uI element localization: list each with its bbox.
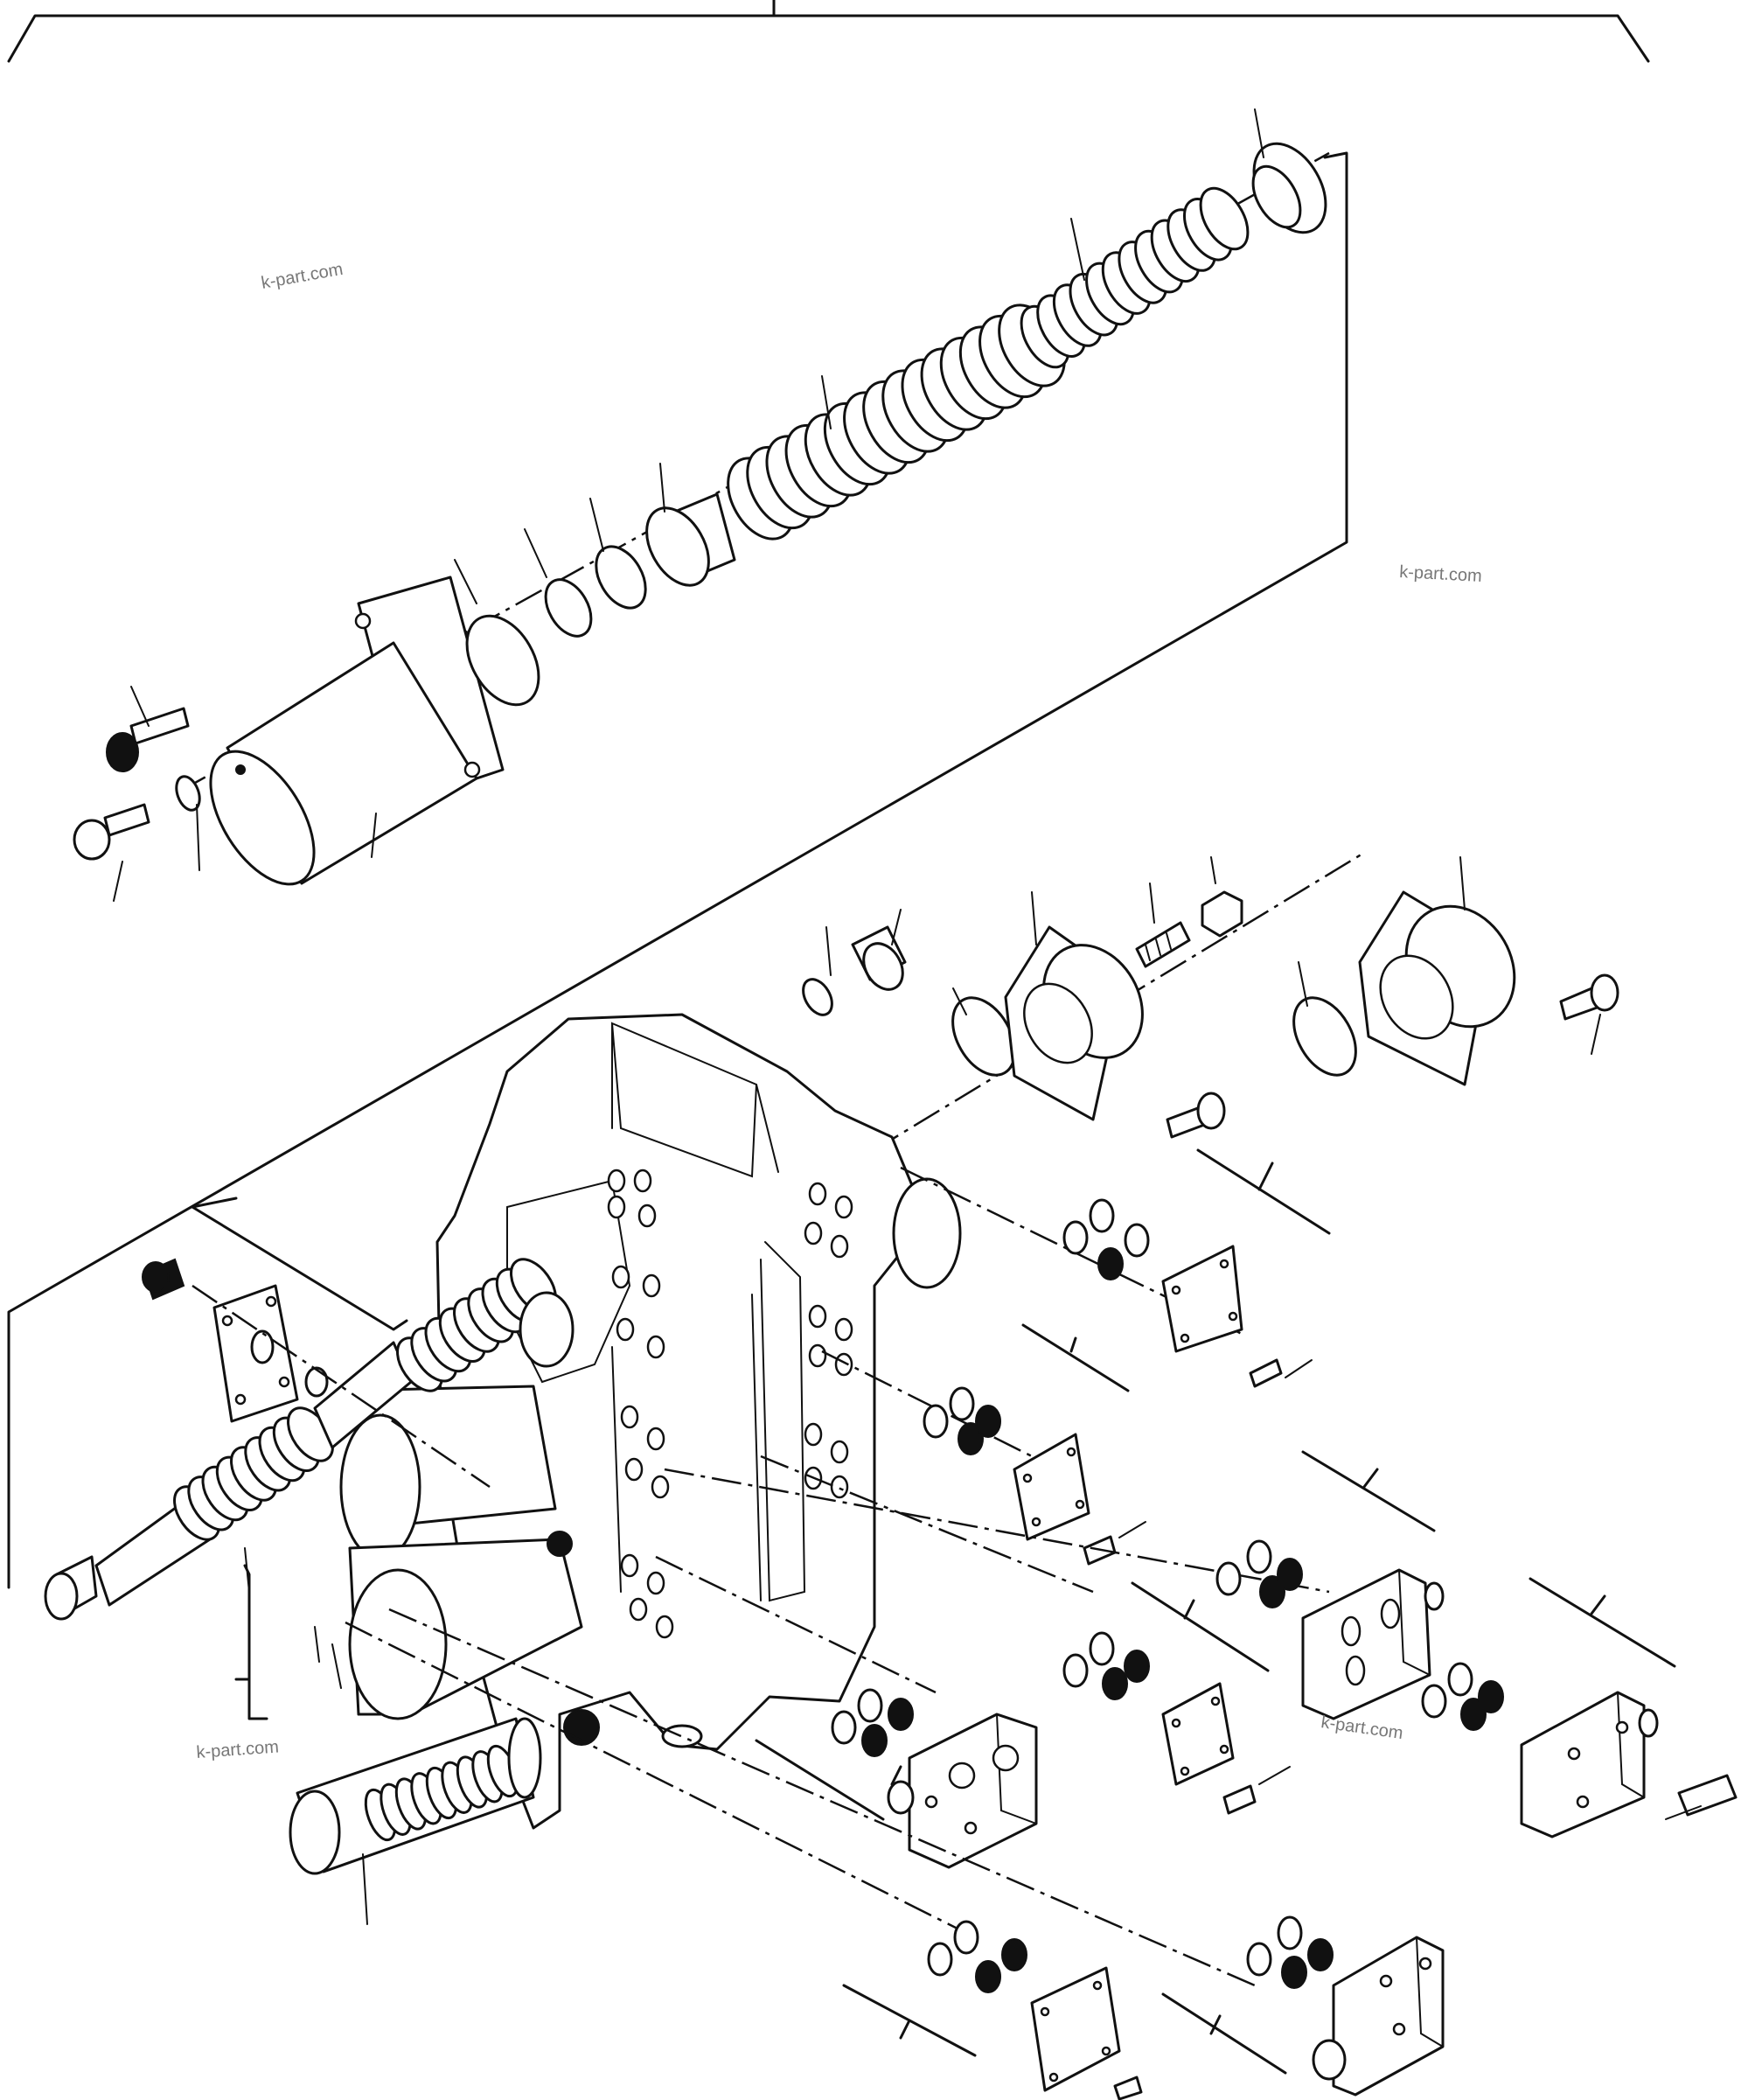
spring-coil xyxy=(1199,186,1250,251)
lower-spool xyxy=(289,1717,542,1875)
o-ring-mid xyxy=(951,996,1016,1077)
right-plate-group-6 xyxy=(760,1455,1291,1815)
body-port-hole xyxy=(646,1427,665,1451)
watermark-3: k-part.com xyxy=(196,1737,280,1762)
bottom-plate-group-2 xyxy=(388,1608,1445,2097)
body-port-hole xyxy=(607,1195,626,1219)
o-ring-small xyxy=(802,978,833,1016)
outer-spring xyxy=(727,303,1066,541)
o-ring-right xyxy=(1292,996,1357,1077)
body-port-hole xyxy=(808,1343,827,1368)
right-plate-group-3 xyxy=(664,1450,1445,1720)
cover-bolt-1 xyxy=(106,707,190,772)
cylinder-cover xyxy=(209,576,505,886)
flange-left xyxy=(1004,925,1144,1121)
small-washer xyxy=(175,775,201,812)
body-port-hole xyxy=(804,1422,823,1447)
body-port-hole xyxy=(620,1553,639,1578)
body-side-boss xyxy=(892,1177,962,1289)
inner-spring xyxy=(1020,186,1250,369)
body-cylinder-upper xyxy=(339,1385,557,1560)
flange-bolt-2 xyxy=(1559,973,1619,1021)
right-plate-group-2 xyxy=(821,1323,1146,1566)
flange-bolt-1 xyxy=(1166,1092,1226,1139)
stud xyxy=(1135,921,1191,968)
upper-spring-assembly xyxy=(7,108,1348,1589)
top-bracket xyxy=(7,0,1650,63)
body-port-hole xyxy=(642,1273,661,1298)
spool-assembly xyxy=(44,1258,575,1621)
body-port-hole xyxy=(646,1335,665,1359)
body-port-hole xyxy=(607,1169,626,1193)
left-cover-plate-group xyxy=(142,1197,491,1489)
body-port-hole xyxy=(830,1234,849,1259)
snap-ring xyxy=(544,578,593,638)
body-port-hole xyxy=(804,1221,823,1245)
washer-upper xyxy=(595,545,647,610)
o-ring-upper xyxy=(465,614,540,707)
lower-left-bracket xyxy=(234,1564,268,1720)
body-port-hole xyxy=(834,1317,853,1342)
body-port-hole xyxy=(616,1317,635,1342)
body-port-hole xyxy=(808,1304,827,1329)
body-port-hole xyxy=(655,1615,674,1639)
body-port-hole xyxy=(633,1169,652,1193)
body-port-hole xyxy=(808,1182,827,1206)
valve-body xyxy=(44,1013,962,1925)
body-port-hole xyxy=(646,1571,665,1595)
plug xyxy=(851,925,907,991)
watermark-4: k-part.com xyxy=(1320,1713,1404,1743)
nut xyxy=(1201,890,1243,938)
body-port-hole xyxy=(624,1457,644,1482)
body-port-hole xyxy=(830,1475,849,1499)
body-port-hole xyxy=(830,1440,849,1464)
body-cylinder-lower xyxy=(348,1531,583,1720)
bottom-plate-group-1 xyxy=(345,1621,1143,2100)
body-port-hole xyxy=(834,1195,853,1219)
body-port-hole xyxy=(629,1597,648,1622)
body-port-hole xyxy=(834,1352,853,1377)
body-port-hole xyxy=(611,1265,630,1289)
upper-right-flange-group xyxy=(707,851,1619,1252)
flange-right xyxy=(1358,890,1516,1086)
spring-seat xyxy=(645,492,736,587)
watermark-2: k-part.com xyxy=(1399,562,1482,586)
right-plate-group-4 xyxy=(1421,1577,1738,1838)
right-plate-group-5 xyxy=(655,1555,1038,1869)
right-plate-group-1 xyxy=(900,1148,1331,1388)
cover-bolt-2 xyxy=(73,803,150,861)
body-port-hole xyxy=(620,1405,639,1429)
watermark-1: k-part.com xyxy=(260,260,345,293)
body-port-hole xyxy=(651,1475,670,1499)
end-cap xyxy=(1251,142,1327,234)
body-port-hole xyxy=(637,1203,657,1228)
